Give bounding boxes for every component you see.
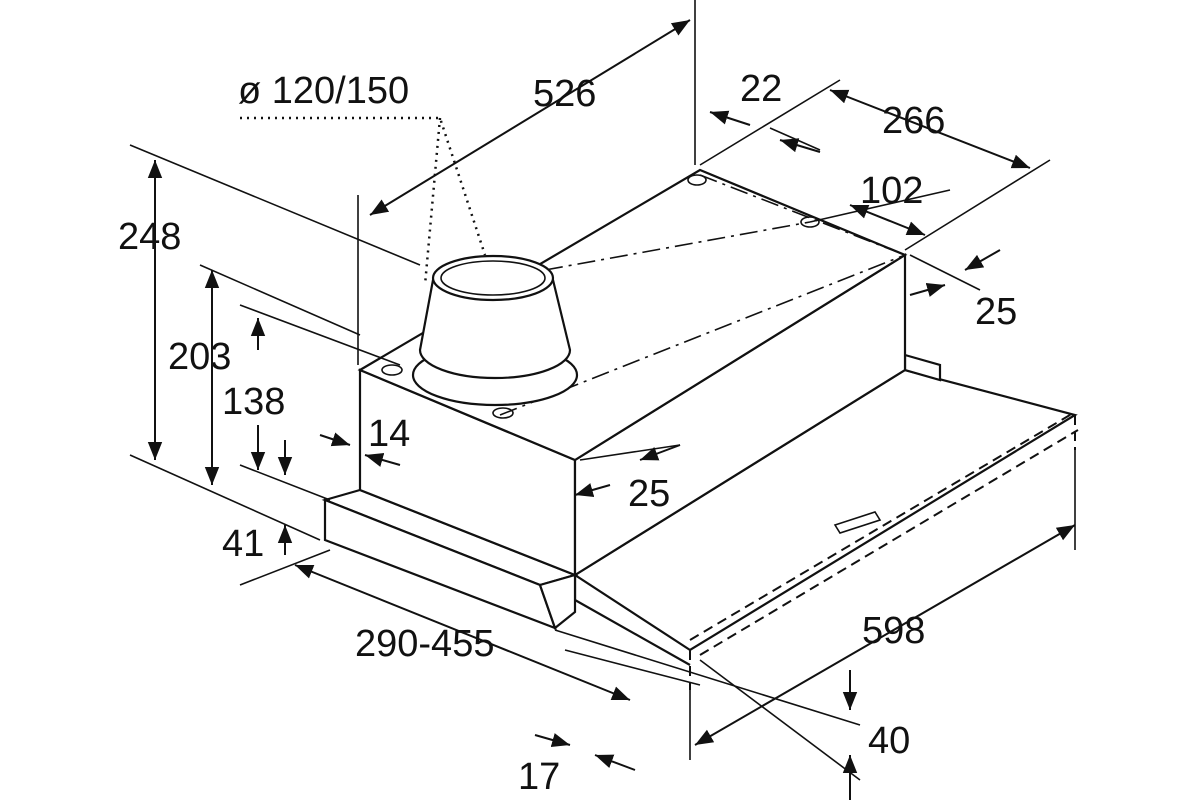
mount-hole <box>381 364 403 376</box>
mount-hole <box>492 407 514 419</box>
extension-range-label: 290-455 <box>355 623 495 665</box>
dimension-lines <box>129 0 1076 800</box>
duct-diameter-label: ø 120/150 <box>238 70 410 112</box>
height-inner-label: 138 <box>222 381 286 423</box>
width-label: 598 <box>862 610 926 652</box>
mount-depth-label: 102 <box>860 170 924 212</box>
height-total-label: 248 <box>118 216 182 258</box>
mount-spacing-label: 266 <box>882 100 946 142</box>
rear-offset-label: 22 <box>740 68 783 110</box>
height-body-label: 203 <box>168 336 232 378</box>
side-offset-right-label: 25 <box>975 291 1018 333</box>
mount-hole <box>800 216 820 228</box>
front-trim-height-label: 40 <box>868 720 911 762</box>
panel-height-label: 41 <box>222 523 265 565</box>
depth-total-label: 526 <box>533 73 597 115</box>
duct-connector <box>411 254 579 407</box>
side-offset-front-label: 25 <box>628 473 671 515</box>
front-offset-label: 14 <box>368 413 411 455</box>
front-trim-depth-label: 17 <box>518 756 561 798</box>
